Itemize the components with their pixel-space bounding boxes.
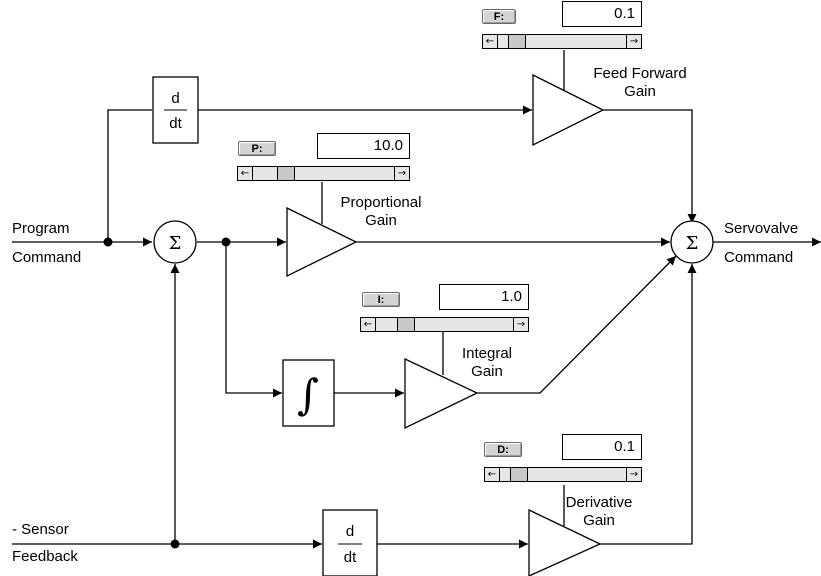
- integral-gain-triangle: [404, 357, 479, 430]
- right-arrow-icon[interactable]: →: [394, 167, 409, 180]
- feedforward-gain-label: Gain: [624, 83, 656, 100]
- left-arrow-icon[interactable]: ←: [485, 468, 500, 481]
- derivative-block-top: d dt: [152, 76, 199, 144]
- servovalve-label: Servovalve: [724, 220, 798, 237]
- right-arrow-icon[interactable]: →: [626, 35, 641, 48]
- derivative-gain-button[interactable]: D:: [484, 442, 522, 457]
- right-arrow-icon[interactable]: →: [513, 318, 528, 331]
- svg-text:Σ: Σ: [686, 233, 699, 254]
- integral-label: Integral: [462, 345, 512, 362]
- junction-dot: [103, 237, 113, 247]
- ff-out-line: [603, 109, 697, 223]
- derivative-block-bottom: d dt: [322, 509, 378, 576]
- right-arrow-icon[interactable]: →: [626, 468, 641, 481]
- left-arrow-icon[interactable]: ←: [361, 318, 376, 331]
- feedforward-label: Feed Forward: [593, 65, 686, 82]
- svg-text:dt: dt: [344, 549, 357, 566]
- derivative-gain-label: Gain: [583, 512, 615, 529]
- slider-thumb[interactable]: [508, 35, 526, 48]
- proportional-gain-slider[interactable]: ← →: [237, 166, 410, 181]
- slider-thumb[interactable]: [397, 318, 415, 331]
- integ-branch-line: [225, 242, 282, 398]
- derivative-gain-value[interactable]: 0.1: [562, 434, 642, 460]
- slider-thumb[interactable]: [510, 468, 528, 481]
- feedforward-gain-button[interactable]: F:: [482, 9, 516, 24]
- derivative-gain-slider[interactable]: ← →: [484, 467, 642, 482]
- svg-text:∫: ∫: [297, 370, 319, 419]
- svg-text:d: d: [346, 523, 354, 540]
- program-command-label: Command: [12, 249, 81, 266]
- summer-output: Σ: [670, 220, 714, 264]
- left-arrow-icon[interactable]: ←: [483, 35, 498, 48]
- proportional-gain-value[interactable]: 10.0: [317, 133, 410, 159]
- derivative-gain-triangle: [528, 508, 602, 576]
- d-out-line: [600, 264, 697, 545]
- feedforward-gain-triangle: [532, 73, 605, 147]
- proportional-gain-triangle: [286, 206, 358, 278]
- sensor-label: - Sensor: [12, 521, 69, 538]
- junction-dot: [221, 237, 231, 247]
- proportional-label: Proportional: [341, 194, 422, 211]
- derivative-label: Derivative: [566, 494, 633, 511]
- left-arrow-icon[interactable]: ←: [238, 167, 253, 180]
- i-to-sum2-line: [477, 255, 677, 394]
- servovalve-command-label: Command: [724, 249, 793, 266]
- slider-thumb[interactable]: [277, 167, 295, 180]
- proportional-gain-label: Gain: [365, 212, 397, 229]
- junction-dot: [170, 539, 180, 549]
- ff-branch-line: [107, 109, 152, 242]
- feedforward-gain-slider[interactable]: ← →: [482, 34, 642, 49]
- program-label: Program: [12, 220, 70, 237]
- summer-input: Σ: [153, 220, 197, 264]
- integral-gain-slider[interactable]: ← →: [360, 317, 529, 332]
- svg-text:dt: dt: [169, 115, 182, 132]
- svg-text:d: d: [171, 90, 179, 107]
- feedback-label: Feedback: [12, 548, 78, 565]
- integral-gain-value[interactable]: 1.0: [439, 284, 529, 310]
- proportional-gain-button[interactable]: P:: [238, 141, 276, 156]
- integral-gain-label: Gain: [471, 363, 503, 380]
- integral-gain-button[interactable]: I:: [362, 292, 400, 307]
- feedforward-gain-value[interactable]: 0.1: [562, 1, 642, 27]
- svg-text:Σ: Σ: [169, 233, 182, 254]
- integrator-block: ∫: [282, 359, 335, 427]
